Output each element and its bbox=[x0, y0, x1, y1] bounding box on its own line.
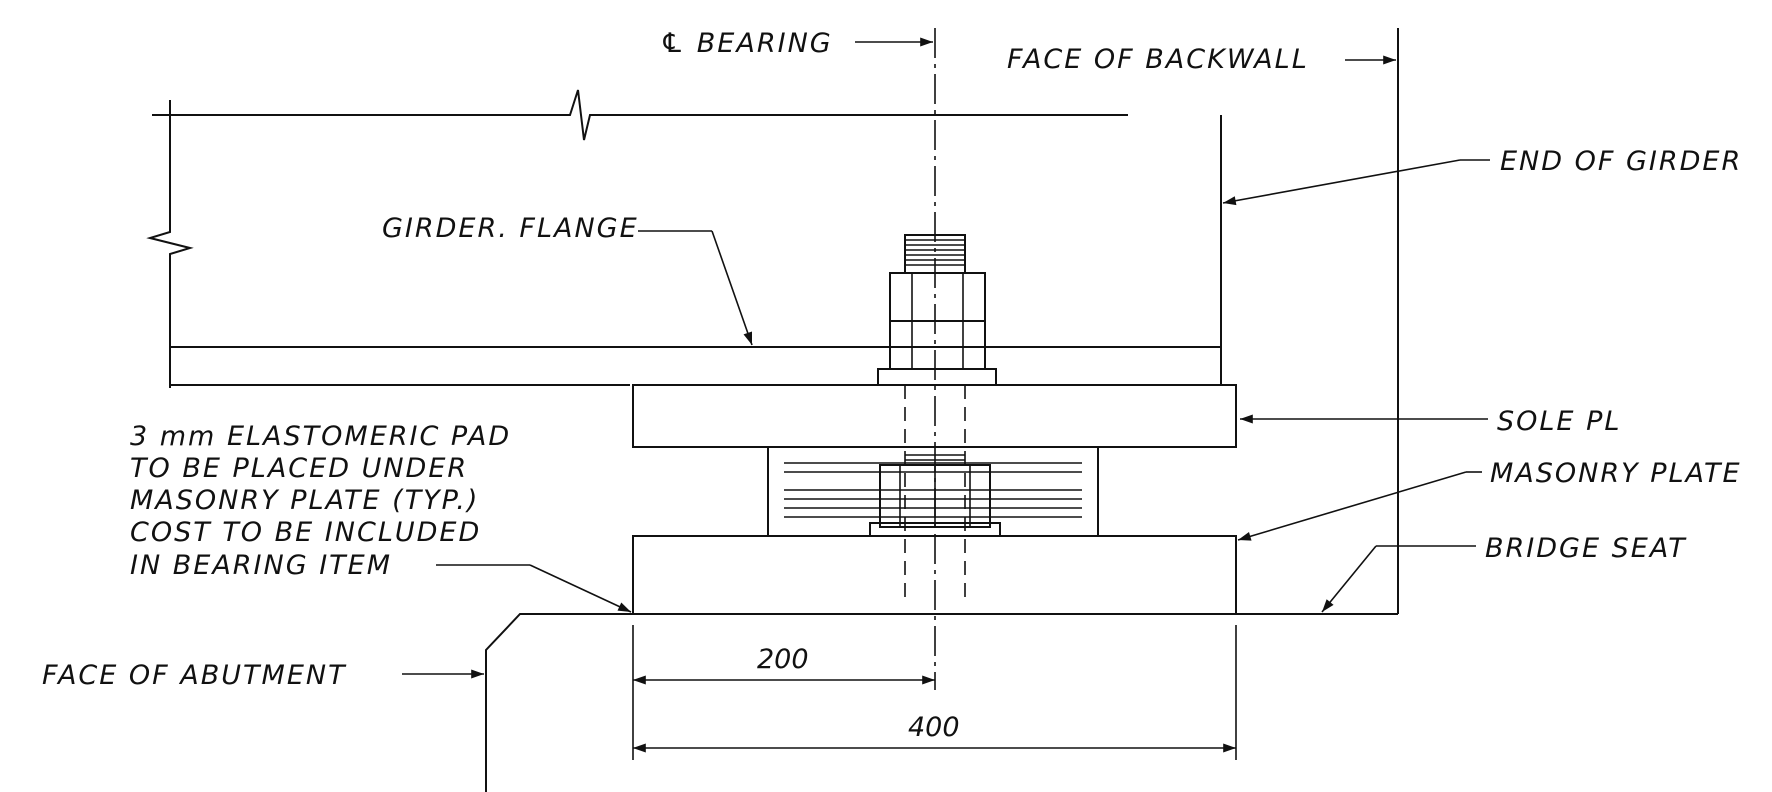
dim-400-label: 400 bbox=[908, 712, 960, 743]
upper-nut-1 bbox=[889, 272, 986, 322]
pad-note-line-2: TO BE PLACED UNDER bbox=[130, 453, 468, 484]
bearing-body bbox=[767, 446, 1099, 537]
upper-nut-2 bbox=[889, 320, 986, 370]
pad-note-line-1: 3 mm ELASTOMERIC PAD bbox=[130, 421, 511, 452]
pad-note-line-4: COST TO BE INCLUDED bbox=[130, 517, 481, 548]
label-face-of-abutment: FACE OF ABUTMENT bbox=[42, 660, 347, 691]
dimension-lines: 200 400 bbox=[632, 625, 1237, 760]
girder bbox=[146, 89, 1222, 388]
label-face-of-backwall: FACE OF BACKWALL bbox=[1007, 44, 1309, 75]
bearing-ribs bbox=[784, 462, 1082, 518]
anchor-bolt bbox=[877, 234, 997, 605]
upper-washer bbox=[877, 368, 997, 386]
girder-left-end bbox=[146, 100, 194, 388]
annotations: ℄ BEARING FACE OF BACKWALL END OF GIRDER… bbox=[42, 28, 1742, 691]
label-bridge-seat: BRIDGE SEAT bbox=[1485, 533, 1687, 564]
label-cl-bearing: ℄ BEARING bbox=[660, 28, 833, 59]
pad-note-line-3: MASONRY PLATE (TYP.) bbox=[130, 485, 479, 516]
abutment bbox=[485, 28, 1399, 792]
label-girder-flange: GIRDER. FLANGE bbox=[382, 213, 639, 244]
label-masonry-plate: MASONRY PLATE bbox=[1490, 458, 1742, 489]
pad-note: 3 mm ELASTOMERIC PAD TO BE PLACED UNDER … bbox=[130, 421, 522, 581]
pad-note-line-5: IN BEARING ITEM bbox=[130, 550, 392, 581]
label-sole-plate: SOLE PL bbox=[1497, 406, 1621, 437]
dim-200-label: 200 bbox=[757, 644, 809, 675]
label-end-of-girder: END OF GIRDER bbox=[1500, 146, 1742, 177]
bridge-seat-line bbox=[485, 613, 1398, 792]
girder-top-line bbox=[152, 89, 1121, 141]
